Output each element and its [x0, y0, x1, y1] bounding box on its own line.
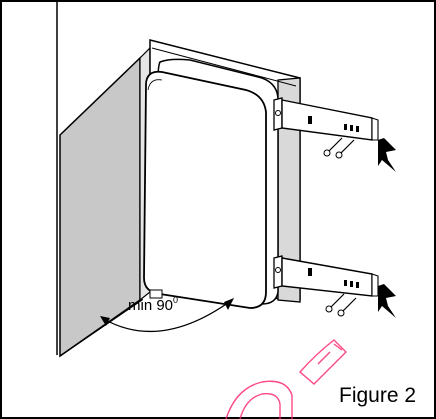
upper-screw-2 [335, 139, 355, 159]
angle-label: min 900 [128, 295, 178, 314]
lower-screw-1 [325, 293, 345, 313]
watermark-shape [225, 339, 347, 419]
front-cover [143, 70, 267, 309]
upper-screw-1 [323, 137, 343, 157]
angle-label-text: min 90 [128, 297, 173, 314]
door-panel-bottom-edge [59, 299, 143, 357]
hinge-block [149, 289, 163, 299]
frame-top-line [151, 47, 297, 87]
angle-label-superscript: 0 [173, 295, 178, 305]
upper-arrow-icon [378, 138, 396, 172]
angle-arc-arrow-left [100, 316, 110, 326]
lower-bracket [273, 255, 379, 297]
figure-caption: Figure 2 [339, 384, 417, 407]
angle-arc-arrow-right [224, 298, 234, 310]
lower-arrow-icon [378, 284, 396, 318]
lower-screw-2 [337, 297, 357, 317]
upper-bracket [273, 97, 379, 141]
angle-arc [101, 299, 233, 333]
front-cover-inner-edge [147, 79, 163, 91]
